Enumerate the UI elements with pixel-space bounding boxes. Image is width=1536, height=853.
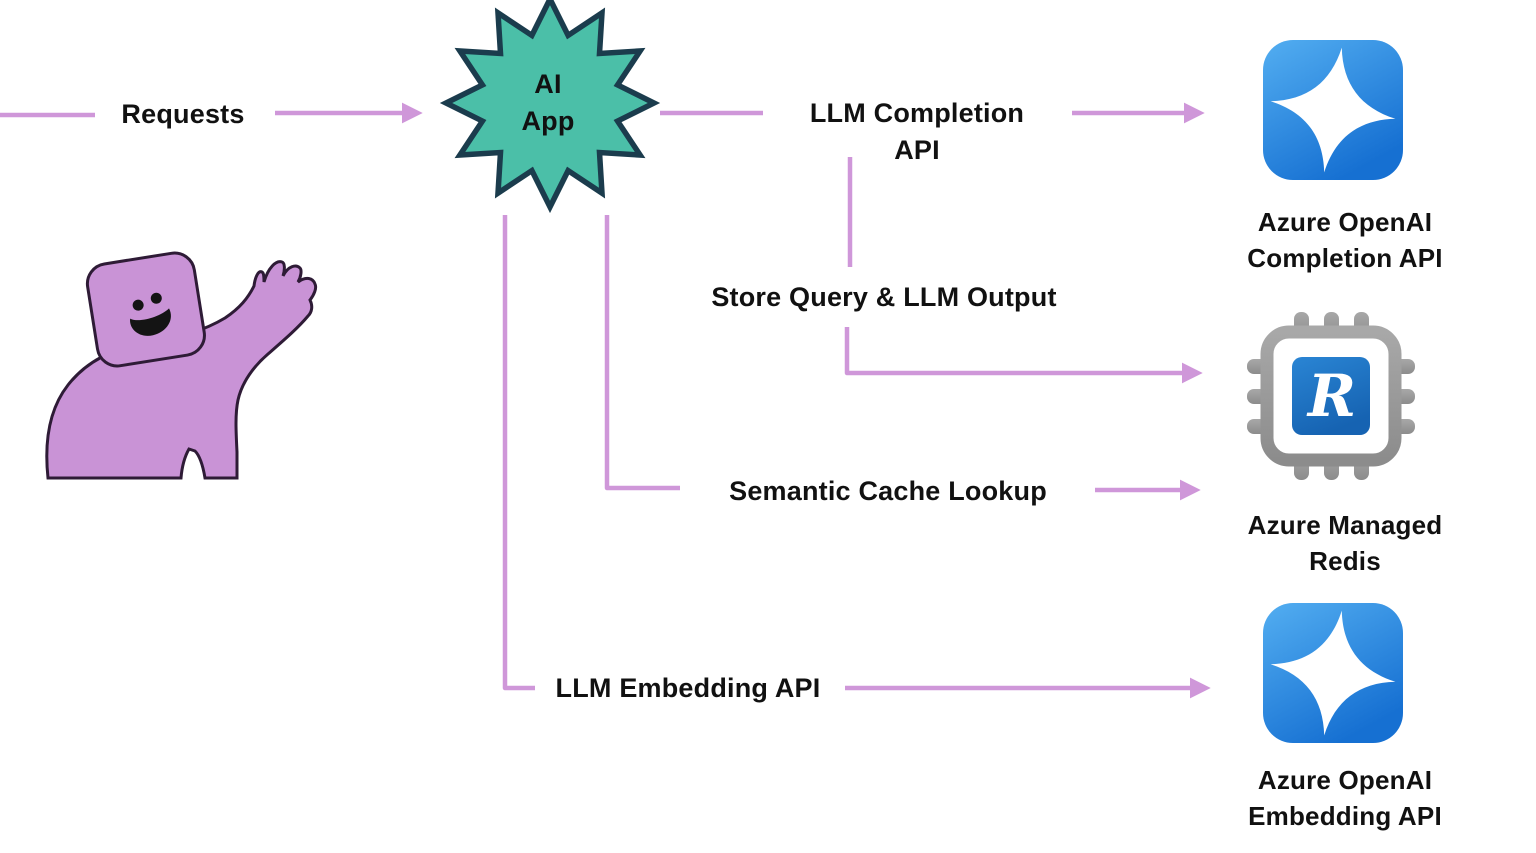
person-head-square: [85, 251, 206, 368]
redis-letter-glyph: R: [1306, 362, 1356, 430]
starburst-shape: [439, 0, 661, 214]
arrow-store-to-redis: [844, 327, 1203, 384]
label-llm-completion-api: LLM Completion API: [809, 98, 1025, 165]
connector-app-to-embedding-label: [502, 215, 535, 691]
person-illustration: [45, 251, 318, 480]
connector-lines: [0, 110, 853, 691]
label-store-query-llm-output: Store Query & LLM Output: [711, 282, 1057, 312]
label-semantic-cache-lookup: Semantic Cache Lookup: [729, 476, 1047, 506]
person-left-eye: [132, 299, 144, 311]
person-body: [45, 260, 318, 480]
azure-managed-redis-icon: R: [1247, 312, 1415, 480]
azure-openai-completion-icon: [1261, 38, 1405, 182]
ai-app-starburst: [439, 0, 661, 214]
redis-blue-square: [1292, 357, 1370, 435]
ai-app-node-label: AI App: [521, 69, 575, 136]
connector-app-to-semantic-label: [604, 215, 680, 491]
label-azure-openai-embedding: Azure OpenAI Embedding API: [1248, 765, 1442, 831]
connector-arrows: [275, 102, 1211, 699]
person-right-eye: [150, 292, 162, 304]
label-llm-embedding-api: LLM Embedding API: [555, 673, 821, 703]
azure-openai-embedding-icon: [1261, 601, 1405, 745]
person-head: [85, 251, 206, 368]
label-azure-openai-completion: Azure OpenAI Completion API: [1247, 207, 1443, 273]
label-requests: Requests: [121, 99, 245, 129]
label-azure-managed-redis: Azure Managed Redis: [1247, 510, 1443, 576]
person-smile: [130, 308, 171, 336]
